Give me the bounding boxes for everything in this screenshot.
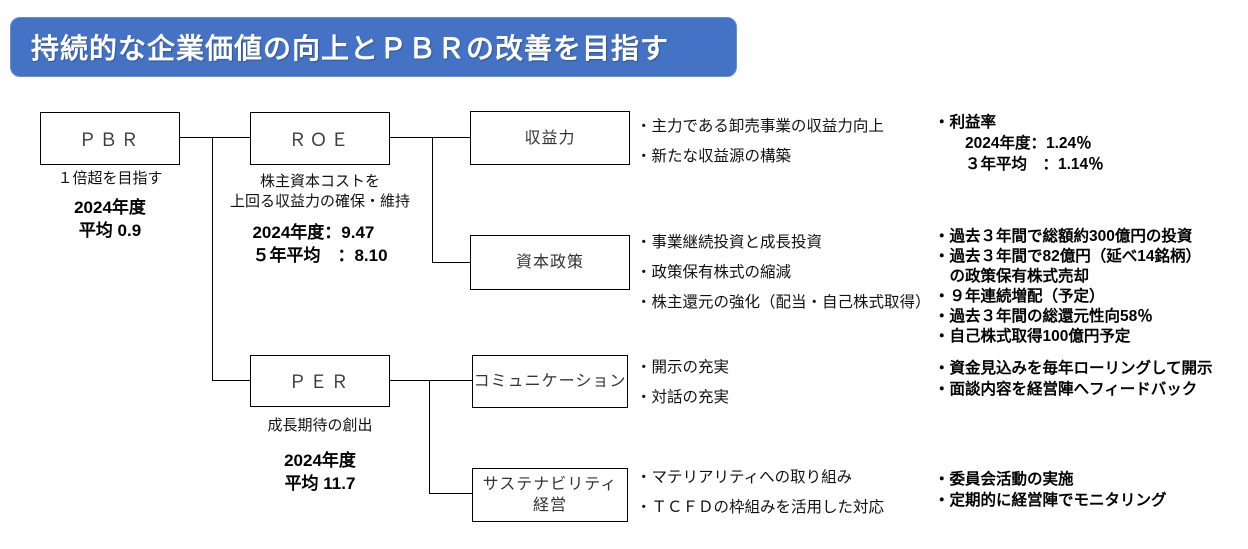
result-line: ・定期的に経営陣でモニタリング bbox=[934, 492, 1167, 509]
connector-per-branch-vertical bbox=[429, 380, 431, 494]
bullet-line: ・新たな収益源の構築 bbox=[636, 148, 792, 165]
roe-subtitle: 株主資本コストを 上回る収益力の確保・維持 bbox=[200, 172, 440, 212]
capital-policy-results: ・過去３年間で総額約300億円の投資 ・過去３年間で82億円（延べ14銘柄） の… bbox=[934, 227, 1201, 347]
bullet-line: ・マテリアリティへの取り組み bbox=[636, 469, 853, 486]
pbr-box: ＰＢＲ bbox=[40, 112, 180, 165]
result-line: ・委員会活動の実施 bbox=[934, 471, 1074, 488]
pbr-metric-average: 平均 0.9 bbox=[78, 221, 142, 240]
per-metrics: 2024年度 平均 11.7 bbox=[200, 449, 440, 495]
sustainability-label-line1: サステナビリティ bbox=[482, 476, 618, 493]
connector-roe-branch-vertical bbox=[432, 137, 434, 263]
connector-roe-profitability bbox=[390, 137, 470, 139]
pbr-label: ＰＢＲ bbox=[78, 129, 142, 150]
profitability-box: 収益力 bbox=[470, 111, 630, 165]
bullet-line: ・事業継続投資と成長投資 bbox=[636, 234, 823, 251]
per-metric-average: 平均 11.7 bbox=[284, 474, 356, 493]
result-line: ・資金見込みを毎年ローリングして開示 bbox=[934, 360, 1213, 377]
result-line: ・９年連続増配（予定） bbox=[934, 288, 1105, 305]
per-label: ＰＥＲ bbox=[288, 372, 352, 392]
capital-policy-label: 資本政策 bbox=[515, 254, 584, 271]
bullet-line: ・政策保有株式の縮減 bbox=[636, 264, 792, 281]
communication-label: コミュニケーション bbox=[473, 373, 627, 390]
per-box: ＰＥＲ bbox=[250, 355, 390, 407]
connector-per-communication bbox=[390, 380, 472, 382]
sustainability-box: サステナビリティ 経営 bbox=[472, 468, 628, 522]
roe-label: ＲＯＥ bbox=[288, 129, 352, 150]
connector-branch-sustainability bbox=[429, 493, 472, 495]
bullet-line: ・主力である卸売事業の収益力向上 bbox=[636, 118, 884, 135]
bullet-line: ・ＴＣＦＤの枠組みを活用した対応 bbox=[636, 499, 885, 516]
connector-pbr-branch-vertical bbox=[212, 137, 214, 381]
pbr-metric-year: 2024年度 bbox=[74, 198, 146, 217]
result-line: の政策保有株式売却 bbox=[934, 268, 1090, 285]
result-line: ・過去３年間の総還元性向58％ bbox=[934, 308, 1153, 325]
capital-policy-bullets: ・事業継続投資と成長投資 ・政策保有株式の縮減 ・株主還元の強化（配当・自己株式… bbox=[636, 228, 931, 318]
profitability-results: ・利益率 2024年度：1.24％ ３年平均 ：1.14％ bbox=[934, 112, 1104, 175]
profitability-label: 収益力 bbox=[524, 129, 576, 147]
roe-metrics: 2024年度：9.47 ５年平均 ：8.10 bbox=[200, 221, 440, 267]
result-line: ３年平均 ：1.14％ bbox=[934, 156, 1104, 173]
sustainability-results: ・委員会活動の実施 ・定期的に経営陣でモニタリング bbox=[934, 469, 1167, 511]
roe-box: ＲＯＥ bbox=[250, 112, 390, 165]
per-subtitle: 成長期待の創出 bbox=[267, 417, 373, 434]
bullet-line: ・開示の充実 bbox=[636, 359, 730, 376]
result-line: ・過去３年間で総額約300億円の投資 bbox=[934, 228, 1193, 245]
capital-policy-box: 資本政策 bbox=[470, 235, 630, 290]
communication-bullets: ・開示の充実 ・対話の充実 bbox=[636, 353, 729, 413]
connector-pbr-roe bbox=[180, 137, 250, 139]
sustainability-label-line2: 経営 bbox=[532, 497, 567, 514]
profitability-bullets: ・主力である卸売事業の収益力向上 ・新たな収益源の構築 bbox=[636, 112, 884, 172]
pbr-subtitle: １倍超を目指す bbox=[57, 170, 163, 187]
roe-metric-average: ５年平均 ：8.10 bbox=[252, 246, 388, 265]
per-metric-year: 2024年度 bbox=[284, 451, 356, 470]
title-banner: 持続的な企業価値の向上とＰＢＲの改善を目指す bbox=[10, 17, 737, 77]
connector-branch-per bbox=[212, 380, 250, 382]
result-line: ・過去３年間で82億円（延べ14銘柄） bbox=[934, 248, 1201, 265]
roe-subtitle-line2: 上回る収益力の確保・維持 bbox=[229, 193, 410, 210]
result-line: ・面談内容を経営陣へフィードバック bbox=[934, 381, 1198, 398]
result-line: ・利益率 bbox=[934, 114, 997, 131]
connector-branch-capital-policy bbox=[432, 262, 470, 264]
pbr-metrics: 2024年度 平均 0.9 bbox=[20, 196, 200, 242]
sustainability-bullets: ・マテリアリティへの取り組み ・ＴＣＦＤの枠組みを活用した対応 bbox=[636, 463, 884, 523]
roe-metric-year: 2024年度：9.47 bbox=[252, 223, 375, 242]
page-title: 持続的な企業価値の向上とＰＢＲの改善を目指す bbox=[31, 33, 670, 64]
result-line: ・自己株式取得100億円予定 bbox=[934, 328, 1131, 345]
communication-results: ・資金見込みを毎年ローリングして開示 ・面談内容を経営陣へフィードバック bbox=[934, 358, 1213, 400]
result-line: 2024年度：1.24％ bbox=[934, 135, 1092, 152]
bullet-line: ・株主還元の強化（配当・自己株式取得） bbox=[636, 294, 931, 311]
roe-subtitle-line1: 株主資本コストを bbox=[259, 173, 380, 190]
bullet-line: ・対話の充実 bbox=[636, 389, 730, 406]
communication-box: コミュニケーション bbox=[472, 355, 628, 408]
